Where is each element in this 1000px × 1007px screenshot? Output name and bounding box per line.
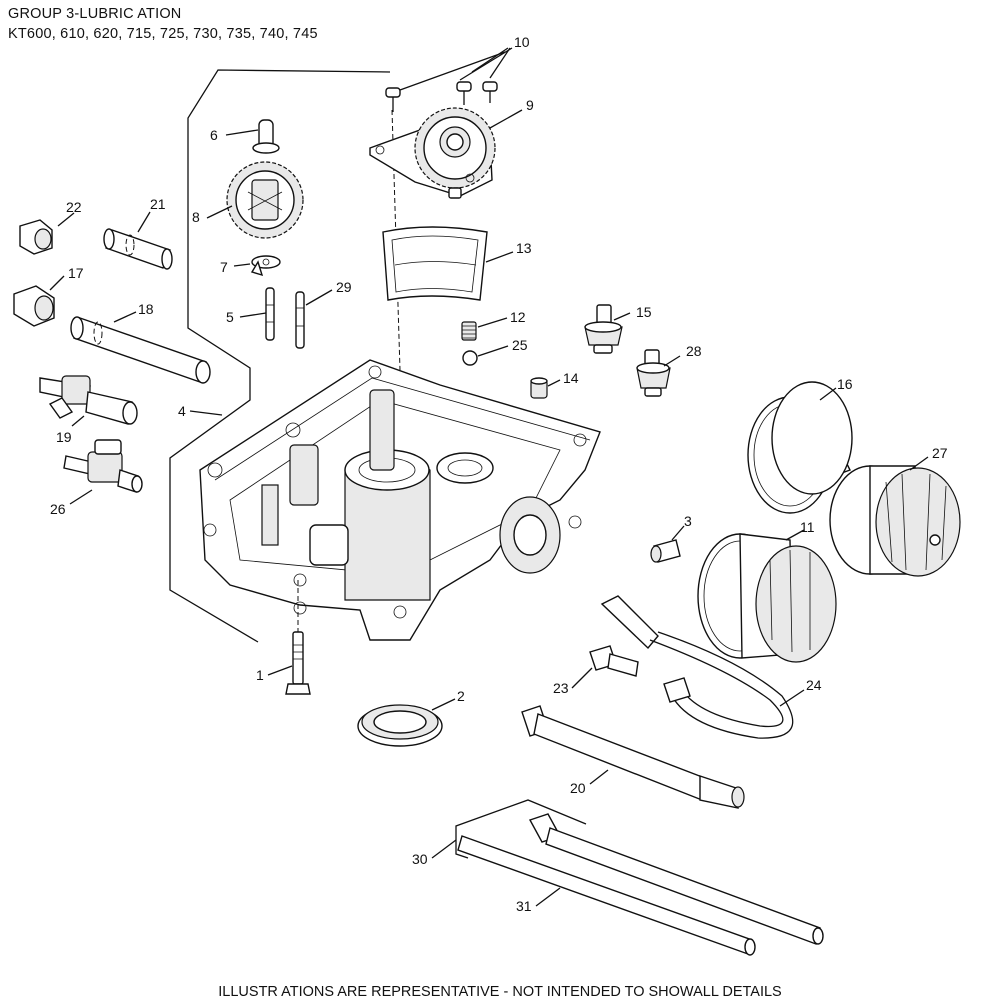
callout-23: 23 (553, 680, 569, 696)
callout-numbers: 10 9 6 8 13 7 5 29 12 25 15 28 14 4 21 2… (50, 34, 948, 914)
part-24-drain-hose[interactable] (600, 595, 794, 739)
part-7-washer[interactable] (250, 255, 281, 277)
part-30-dipstick-tube[interactable] (457, 835, 756, 956)
callout-2: 2 (457, 688, 465, 704)
part-4-oil-pan[interactable] (199, 359, 601, 641)
part-2-seal[interactable] (357, 704, 443, 747)
part-11-filter[interactable] (697, 533, 837, 663)
part-10-screws[interactable] (385, 81, 498, 112)
group-30-bracket (455, 799, 587, 859)
callout-25: 25 (512, 337, 528, 353)
part-12-spring[interactable] (461, 321, 477, 341)
callout-21: 21 (150, 196, 166, 212)
callout-4: 4 (178, 403, 186, 419)
callout-19: 19 (56, 429, 72, 445)
callout-13: 13 (516, 240, 532, 256)
model-list: KT600, 610, 620, 715, 725, 730, 735, 740… (8, 26, 318, 42)
part-23-fitting[interactable] (589, 645, 639, 677)
part-27-filter[interactable] (829, 465, 961, 577)
callout-22: 22 (66, 199, 82, 215)
leader-lines (49, 47, 929, 907)
part-13-screen[interactable] (382, 226, 488, 301)
callout-7: 7 (220, 259, 228, 275)
callout-31: 31 (516, 898, 532, 914)
callout-29: 29 (336, 279, 352, 295)
part-28-switch[interactable] (636, 349, 671, 397)
part-17-nut[interactable] (13, 285, 55, 327)
part-29-pin[interactable] (295, 291, 305, 349)
part-25-ball[interactable] (462, 350, 478, 366)
callout-1: 1 (256, 667, 264, 683)
part-18-tube[interactable] (70, 316, 211, 384)
callout-18: 18 (138, 301, 154, 317)
part-19-tee[interactable] (39, 375, 138, 425)
part-14-fitting[interactable] (530, 377, 548, 399)
part-6-pin[interactable] (252, 119, 280, 154)
part-26-valve[interactable] (63, 439, 143, 493)
part-21-sleeve[interactable] (103, 228, 173, 270)
callout-20: 20 (570, 780, 586, 796)
diagram-title: GROUP 3-LUBRIC ATION (8, 6, 182, 22)
callout-9: 9 (526, 97, 534, 113)
callout-8: 8 (192, 209, 200, 225)
group-4-bracket (169, 69, 391, 643)
callout-26: 26 (50, 501, 66, 517)
part-15-switch[interactable] (584, 304, 623, 354)
callout-11: 11 (800, 519, 815, 535)
callout-5: 5 (226, 309, 234, 325)
callout-15: 15 (636, 304, 652, 320)
part-5-pin[interactable] (265, 287, 275, 341)
callout-28: 28 (686, 343, 702, 359)
callout-12: 12 (510, 309, 526, 325)
part-1-bolt[interactable] (285, 631, 311, 695)
part-22-nut[interactable] (19, 219, 53, 255)
callout-16: 16 (837, 376, 853, 392)
callout-10: 10 (514, 34, 530, 50)
footer-note: ILLUSTR ATIONS ARE REPRESENTATIVE - NOT … (218, 984, 782, 1000)
callout-6: 6 (210, 127, 218, 143)
part-9-oil-pump[interactable] (369, 107, 496, 199)
callout-14: 14 (563, 370, 579, 386)
callout-27: 27 (932, 445, 948, 461)
callout-30: 30 (412, 851, 428, 867)
part-20-hose[interactable] (521, 705, 745, 809)
callout-17: 17 (68, 265, 84, 281)
callout-24: 24 (806, 677, 822, 693)
part-3-plug[interactable] (650, 539, 681, 563)
part-8-gear[interactable] (226, 161, 304, 239)
part-16-filter[interactable] (747, 381, 853, 514)
part-31-dipstick[interactable] (528, 813, 824, 945)
callout-3: 3 (684, 513, 692, 529)
